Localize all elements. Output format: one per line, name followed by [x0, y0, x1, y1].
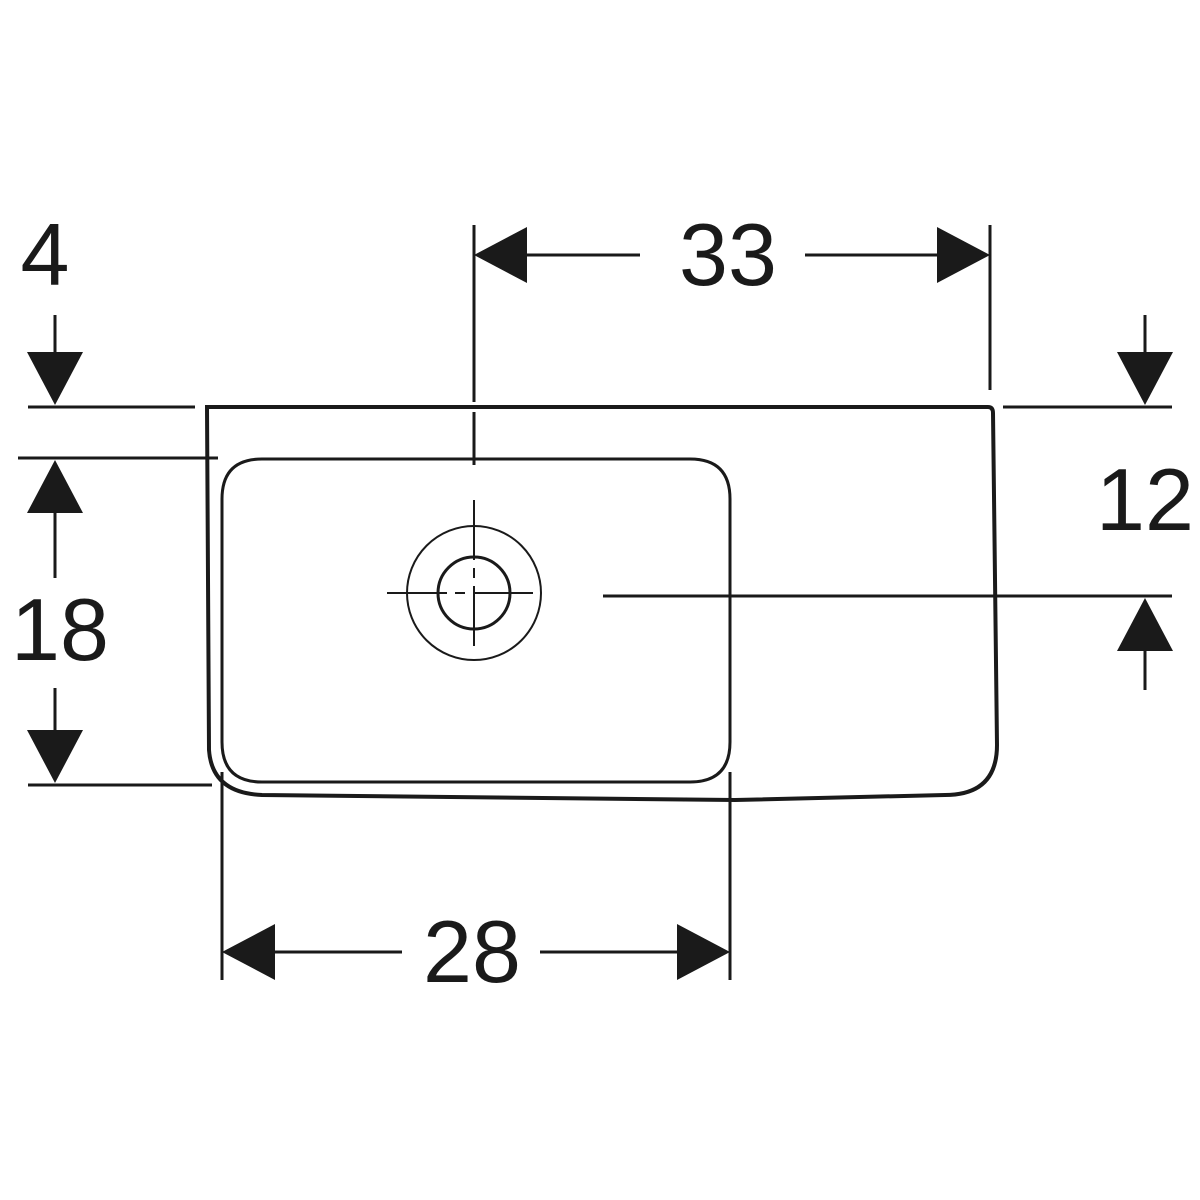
dimension-4-label: 4 — [21, 205, 70, 304]
dimension-12-arrow-bottom — [1117, 598, 1173, 651]
basin-bowl-outline — [220, 457, 732, 784]
dimension-28-arrow-left — [222, 924, 275, 980]
dimension-28-arrow-right — [677, 924, 730, 980]
dimension-18-arrow-top — [27, 460, 83, 513]
dimension-4-arrow — [27, 352, 83, 405]
dimension-33-label: 33 — [679, 205, 777, 304]
dimension-33-arrow-left — [474, 227, 527, 283]
dimension-18-arrow-bottom — [27, 730, 83, 783]
dimension-18: 18 — [11, 460, 109, 783]
tap-hole — [387, 500, 578, 695]
dimension-4: 4 — [21, 205, 83, 405]
dimension-28: 28 — [222, 902, 730, 1001]
dimension-28-label: 28 — [423, 902, 521, 1001]
dimension-12-arrow-top — [1117, 352, 1173, 405]
dimension-33-arrow-right — [937, 227, 990, 283]
basin-outer-outline — [204, 405, 1000, 803]
dimension-12-label: 12 — [1096, 450, 1194, 549]
dimension-18-label: 18 — [11, 580, 109, 679]
dimension-12: 12 — [1096, 315, 1194, 690]
dimension-33: 33 — [474, 205, 990, 304]
